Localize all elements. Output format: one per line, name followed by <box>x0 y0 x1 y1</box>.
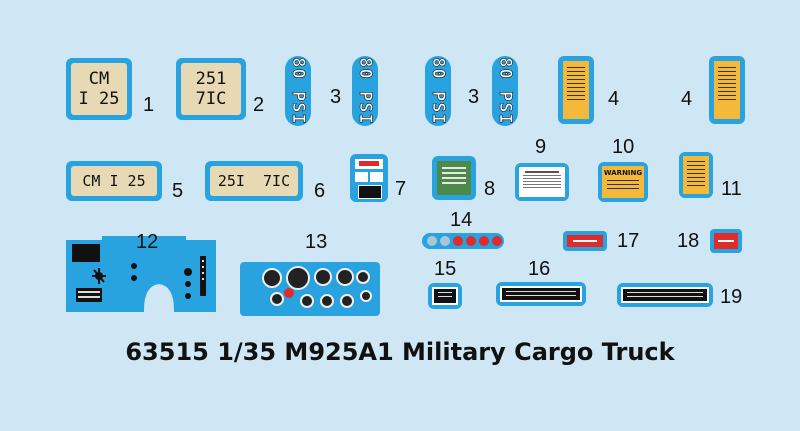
gauge-icon <box>356 270 370 284</box>
sheet-title: 63515 1/35 M925A1 Military Cargo Truck <box>125 338 675 366</box>
decal-number-9: 9 <box>535 136 547 158</box>
decal-number-3b: 3 <box>468 86 480 108</box>
gauge-icon <box>300 294 314 308</box>
decal-number-14: 14 <box>450 209 473 231</box>
decal-number-7: 7 <box>395 178 407 200</box>
decal-10: WARNING <box>598 162 648 202</box>
decal-1-line1: CM <box>88 69 110 89</box>
gauge-icon <box>314 268 332 286</box>
decal-number-18: 18 <box>677 230 700 252</box>
decal-5-text: CM I 25 <box>71 166 157 196</box>
decal-number-13: 13 <box>305 231 328 253</box>
decal-15 <box>428 283 462 309</box>
decal-6-text: 25I 7IC <box>210 166 298 196</box>
decal-number-19: 19 <box>720 286 743 308</box>
decal-3a-2: 80 PSI <box>352 56 378 126</box>
gauge-icon <box>360 290 372 302</box>
decal-12 <box>66 236 216 312</box>
decal-number-8: 8 <box>484 178 496 200</box>
decal-number-15: 15 <box>434 258 457 280</box>
decal-number-10: 10 <box>612 136 635 158</box>
decal-8 <box>432 156 476 200</box>
psi-text: 80 PSI <box>428 57 449 125</box>
decal-2: 251 7IC <box>176 58 246 120</box>
decal-number-1: 1 <box>143 94 155 116</box>
psi-text: 80 PSI <box>495 57 516 125</box>
decal-16 <box>496 282 586 306</box>
decal-1: CM I 25 <box>66 58 132 120</box>
decal-number-4b: 4 <box>681 88 693 110</box>
decal-13 <box>240 262 380 316</box>
gauge-icon <box>340 294 354 308</box>
psi-text: 80 PSI <box>355 57 376 125</box>
psi-text: 80 PSI <box>288 57 309 125</box>
decal-18 <box>710 229 742 253</box>
decal-3b-2: 80 PSI <box>492 56 518 126</box>
decal-1-line2: I 25 <box>78 89 120 109</box>
warning-light-icon <box>284 288 294 298</box>
decal-10-text: WARNING <box>603 169 643 177</box>
gauge-icon <box>270 292 284 306</box>
decal-14 <box>422 233 504 249</box>
decal-11 <box>679 152 713 198</box>
decal-4a <box>558 56 594 124</box>
decal-number-5: 5 <box>172 180 184 202</box>
decal-3a-1: 80 PSI <box>285 56 311 126</box>
decal-7 <box>350 154 388 202</box>
decal-3b-1: 80 PSI <box>425 56 451 126</box>
decal-2-line1: 251 <box>195 69 227 89</box>
decal-number-17: 17 <box>617 230 640 252</box>
gauge-icon <box>336 268 354 286</box>
decal-number-16: 16 <box>528 258 551 280</box>
decal-5: CM I 25 <box>66 161 162 201</box>
decal-2-line2: 7IC <box>195 89 227 109</box>
decal-9 <box>515 163 569 201</box>
decal-19 <box>617 283 713 307</box>
decal-6: 25I 7IC <box>205 161 303 201</box>
decal-17 <box>563 231 607 251</box>
decal-number-6: 6 <box>314 180 326 202</box>
decal-number-11: 11 <box>721 178 742 200</box>
decal-4b <box>709 56 745 124</box>
gauge-icon <box>262 268 282 288</box>
gauge-icon <box>286 266 310 290</box>
decal-number-3a: 3 <box>330 86 342 108</box>
decal-number-4a: 4 <box>608 88 620 110</box>
gauge-icon <box>320 294 334 308</box>
decal-number-2: 2 <box>253 94 265 116</box>
decal-number-12: 12 <box>136 231 159 253</box>
